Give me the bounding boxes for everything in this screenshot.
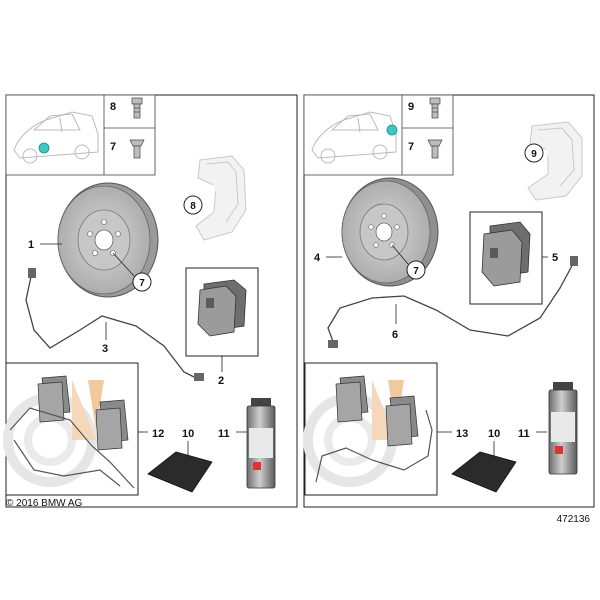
right-brake-pads — [469, 211, 543, 305]
left-brake-pads — [185, 267, 259, 357]
left-panel: 8 7 8 — [3, 94, 298, 508]
front-axle-marker-icon — [38, 142, 50, 154]
countersunk-screw-icon — [427, 139, 443, 159]
copyright-text: © 2016 BMW AG — [6, 498, 83, 509]
right-disc-screw-callout — [406, 260, 426, 280]
right-sensor-label: 6 — [392, 329, 398, 341]
left-wear-sensor-cable — [25, 271, 197, 379]
right-wear-sensor-cable — [327, 261, 575, 345]
left-pad-kit — [3, 362, 139, 496]
right-bolt-label: 9 — [408, 101, 414, 113]
right-spray-can-icon — [548, 382, 578, 475]
rear-axle-marker-icon — [386, 124, 398, 136]
right-kit-label: 13 — [456, 428, 468, 440]
right-caliper-callout — [524, 143, 544, 163]
right-spray-label: 11 — [518, 428, 530, 440]
countersunk-screw-icon — [129, 139, 145, 159]
left-spray-can-icon — [246, 398, 276, 489]
left-pads-label: 2 — [218, 375, 224, 387]
left-sensor-tip-icon — [194, 373, 204, 381]
left-paste-packet-icon — [147, 451, 213, 493]
right-brake-disc-icon — [341, 177, 439, 287]
car-outline-icon — [311, 111, 397, 164]
right-paste-packet-icon — [451, 451, 517, 493]
right-sensor-plug-icon — [328, 340, 338, 348]
left-sensor-plug-icon — [28, 268, 36, 278]
left-disc-screw-callout — [132, 272, 152, 292]
left-sensor-label: 3 — [102, 343, 108, 355]
caliper-carrier-icon — [195, 155, 247, 241]
car-outline-icon — [13, 111, 99, 164]
left-brake-disc-icon — [57, 182, 159, 298]
right-screw-label: 7 — [408, 141, 414, 153]
left-disc-label: 1 — [28, 239, 34, 251]
hex-bolt-icon — [429, 97, 441, 119]
left-kit-label: 12 — [152, 428, 164, 440]
right-disc-screw-callout-text: 7 — [413, 266, 419, 277]
left-caliper-callout-text: 8 — [190, 201, 196, 212]
left-spray-label: 11 — [218, 428, 230, 440]
right-info-box: 9 7 — [303, 94, 454, 176]
right-paste-label: 10 — [488, 428, 500, 440]
left-paste-label: 10 — [182, 428, 194, 440]
left-screw-label: 7 — [110, 141, 116, 153]
right-sensor-tip-icon — [570, 256, 578, 266]
right-caliper-callout-text: 9 — [531, 149, 537, 160]
left-bolt-label: 8 — [110, 101, 116, 113]
left-info-box: 8 7 — [5, 94, 156, 176]
left-disc-screw-callout-text: 7 — [139, 278, 145, 289]
right-panel: 9 7 9 — [303, 94, 595, 508]
hex-bolt-icon — [131, 97, 143, 119]
right-disc-label: 4 — [314, 252, 321, 264]
left-caliper-callout — [183, 195, 203, 215]
right-pad-kit — [303, 362, 438, 496]
caliper-carrier-icon — [527, 121, 583, 201]
right-pads-label: 5 — [552, 252, 558, 264]
diagram-id-text: 472136 — [557, 514, 591, 525]
